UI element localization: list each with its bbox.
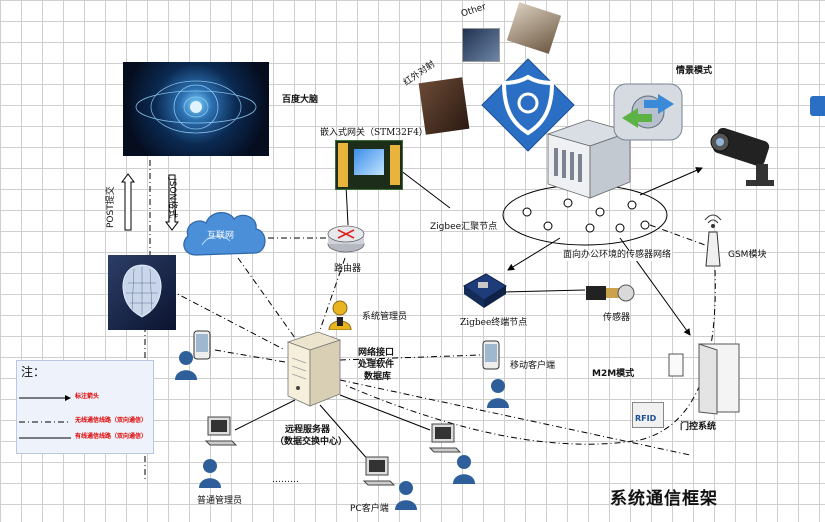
system-admin-icon (328, 300, 352, 331)
wireless-mobile-left-server (214, 349, 286, 363)
post-arrow-up (121, 173, 135, 231)
baidu-brain-label: 百度大脑 (282, 95, 319, 105)
wired-server-pc-mid (319, 404, 371, 463)
gsm-module-label: GSM模块 (728, 250, 767, 260)
internet-label: 互联网 (207, 231, 235, 241)
pc-left-icon (204, 415, 238, 447)
user-normal-admin-icon (198, 458, 222, 488)
mobile-phone-right-icon (482, 340, 500, 370)
security-shield-icon (478, 55, 578, 155)
wireless-face-server (169, 289, 286, 351)
door-control-label: 门控系统 (680, 422, 717, 432)
network-interface-label: 网络接口 (358, 348, 395, 358)
user-left-icon (174, 350, 198, 380)
camera-icon (706, 127, 778, 190)
rfid-label: RFID (635, 414, 657, 423)
wireless-server-mobile (339, 354, 481, 361)
legend-box: 注： 标注箭头 无线通信线路（双向通信） 有线通信线路（双向通信） (16, 360, 154, 454)
legend-item-wireless: 无线通信线路（双向通信） (17, 415, 153, 427)
legend-item-arrow: 标注箭头 (17, 391, 153, 403)
legend-wireless-line (19, 421, 71, 423)
user-pc-client-icon (394, 480, 418, 510)
wireless-gsm-server (344, 269, 716, 445)
pc-mid-icon (362, 455, 396, 487)
post-submit-label: POST提交 (106, 186, 116, 228)
rfid-card-icon: RFID (632, 402, 664, 428)
sensor-label: 传感器 (603, 313, 631, 323)
remote-server-label: 远程服务器 (285, 425, 331, 435)
remote-server-icon (282, 328, 344, 408)
gsm-module-icon (700, 212, 726, 268)
face-recognition-image (108, 255, 176, 330)
door-control-icon (665, 340, 745, 416)
system-admin-label: 系统管理员 (362, 312, 408, 322)
mobile-client-label: 移动客户端 (510, 361, 556, 371)
edge-marker-icon (810, 96, 825, 116)
pc-client-label: PC客户端 (350, 504, 389, 514)
legend-wired-text: 有线通信线路（双向通信） (75, 433, 148, 440)
wired-server-pc-right (339, 394, 431, 431)
zigbee-terminal-board (462, 272, 508, 310)
internet-cloud-icon (178, 205, 270, 263)
arrow-network-camera (639, 167, 703, 196)
database-label: 数据库 (364, 372, 392, 382)
embedded-gateway-board (335, 140, 403, 190)
zigbee-terminal-label: Zigbee终端节点 (460, 318, 528, 328)
pc-right-icon (428, 422, 462, 454)
data-exchange-center-label: （数据交换中心） (275, 437, 348, 447)
wired-server-pc-left (234, 399, 296, 431)
infrared-alarm-image (418, 77, 470, 135)
diagram-title: 系统通信框架 (610, 489, 718, 509)
sensor-network-nodes (522, 198, 650, 233)
m2m-mode-label: M2M模式 (592, 369, 635, 379)
router-icon (326, 220, 366, 256)
wireless-server-door (339, 379, 691, 456)
legend-wireless-text: 无线通信线路（双向通信） (75, 417, 148, 424)
baidu-brain-image (123, 62, 269, 156)
wired-gateway-coordinator (399, 169, 451, 209)
mobile-phone-left-icon (193, 330, 211, 360)
wireless-internet-server (237, 257, 301, 346)
embedded-gateway-label: 嵌入式网关（STM32F4） (320, 128, 428, 138)
wired-terminal-sensor (504, 289, 586, 293)
wireless-network-gsm (649, 224, 706, 246)
arrow-network-terminal (507, 237, 561, 271)
scene-mode-label: 情景模式 (676, 66, 713, 76)
other-device-image (462, 28, 500, 62)
user-pc-right-icon (452, 454, 476, 484)
legend-arrow-text: 标注箭头 (75, 393, 100, 400)
zigbee-coordinator-label: Zigbee汇聚节点 (430, 222, 498, 232)
json-arrow-down (165, 174, 179, 231)
legend-title: 注： (21, 365, 46, 379)
scene-mode-icon (612, 82, 684, 142)
sensor-network-label: 面向办公环境的传感器网络 (562, 250, 673, 261)
legend-item-wired: 有线通信线路（双向通信） (17, 431, 153, 443)
legend-arrow-line (19, 395, 71, 401)
processing-software-label: 处理软件 (358, 360, 395, 370)
normal-admin-label: 普通管理员 (197, 496, 243, 506)
user-mobile-icon (486, 378, 510, 408)
ellipsis-label: ……… (272, 475, 299, 485)
sensor-icon (584, 280, 636, 306)
office-building-icon (540, 112, 635, 200)
router-label: 路由器 (334, 264, 362, 274)
legend-wired-line (19, 437, 71, 439)
